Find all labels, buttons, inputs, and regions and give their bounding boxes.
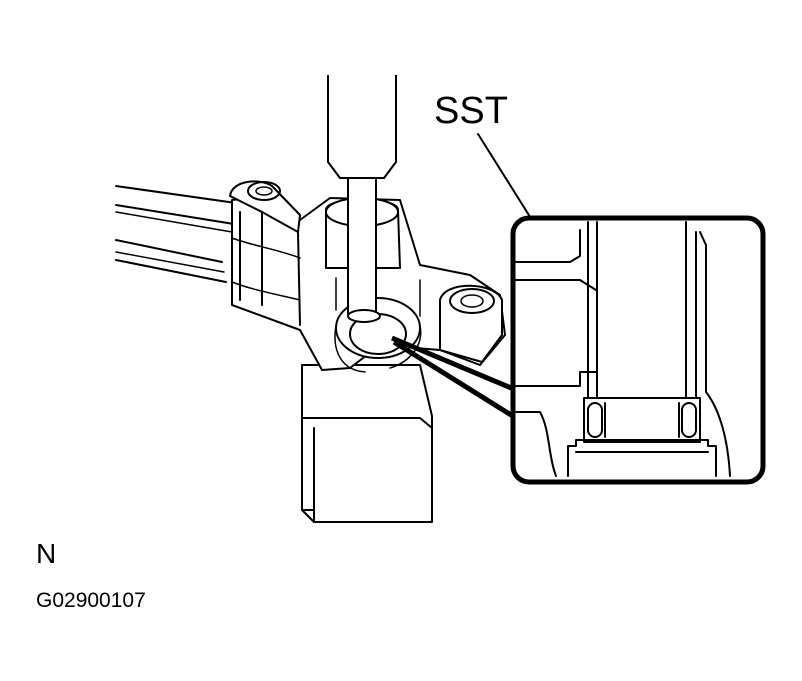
view-letter: N (36, 538, 57, 569)
sst-label: SST (434, 90, 508, 132)
detail-callout-wedge (391, 335, 518, 421)
vice-block (301, 364, 433, 523)
rack-tube (115, 185, 251, 283)
figure-code: G02900107 (36, 589, 146, 612)
detail-view-inset (510, 215, 766, 485)
sst-press-rod (327, 75, 397, 323)
